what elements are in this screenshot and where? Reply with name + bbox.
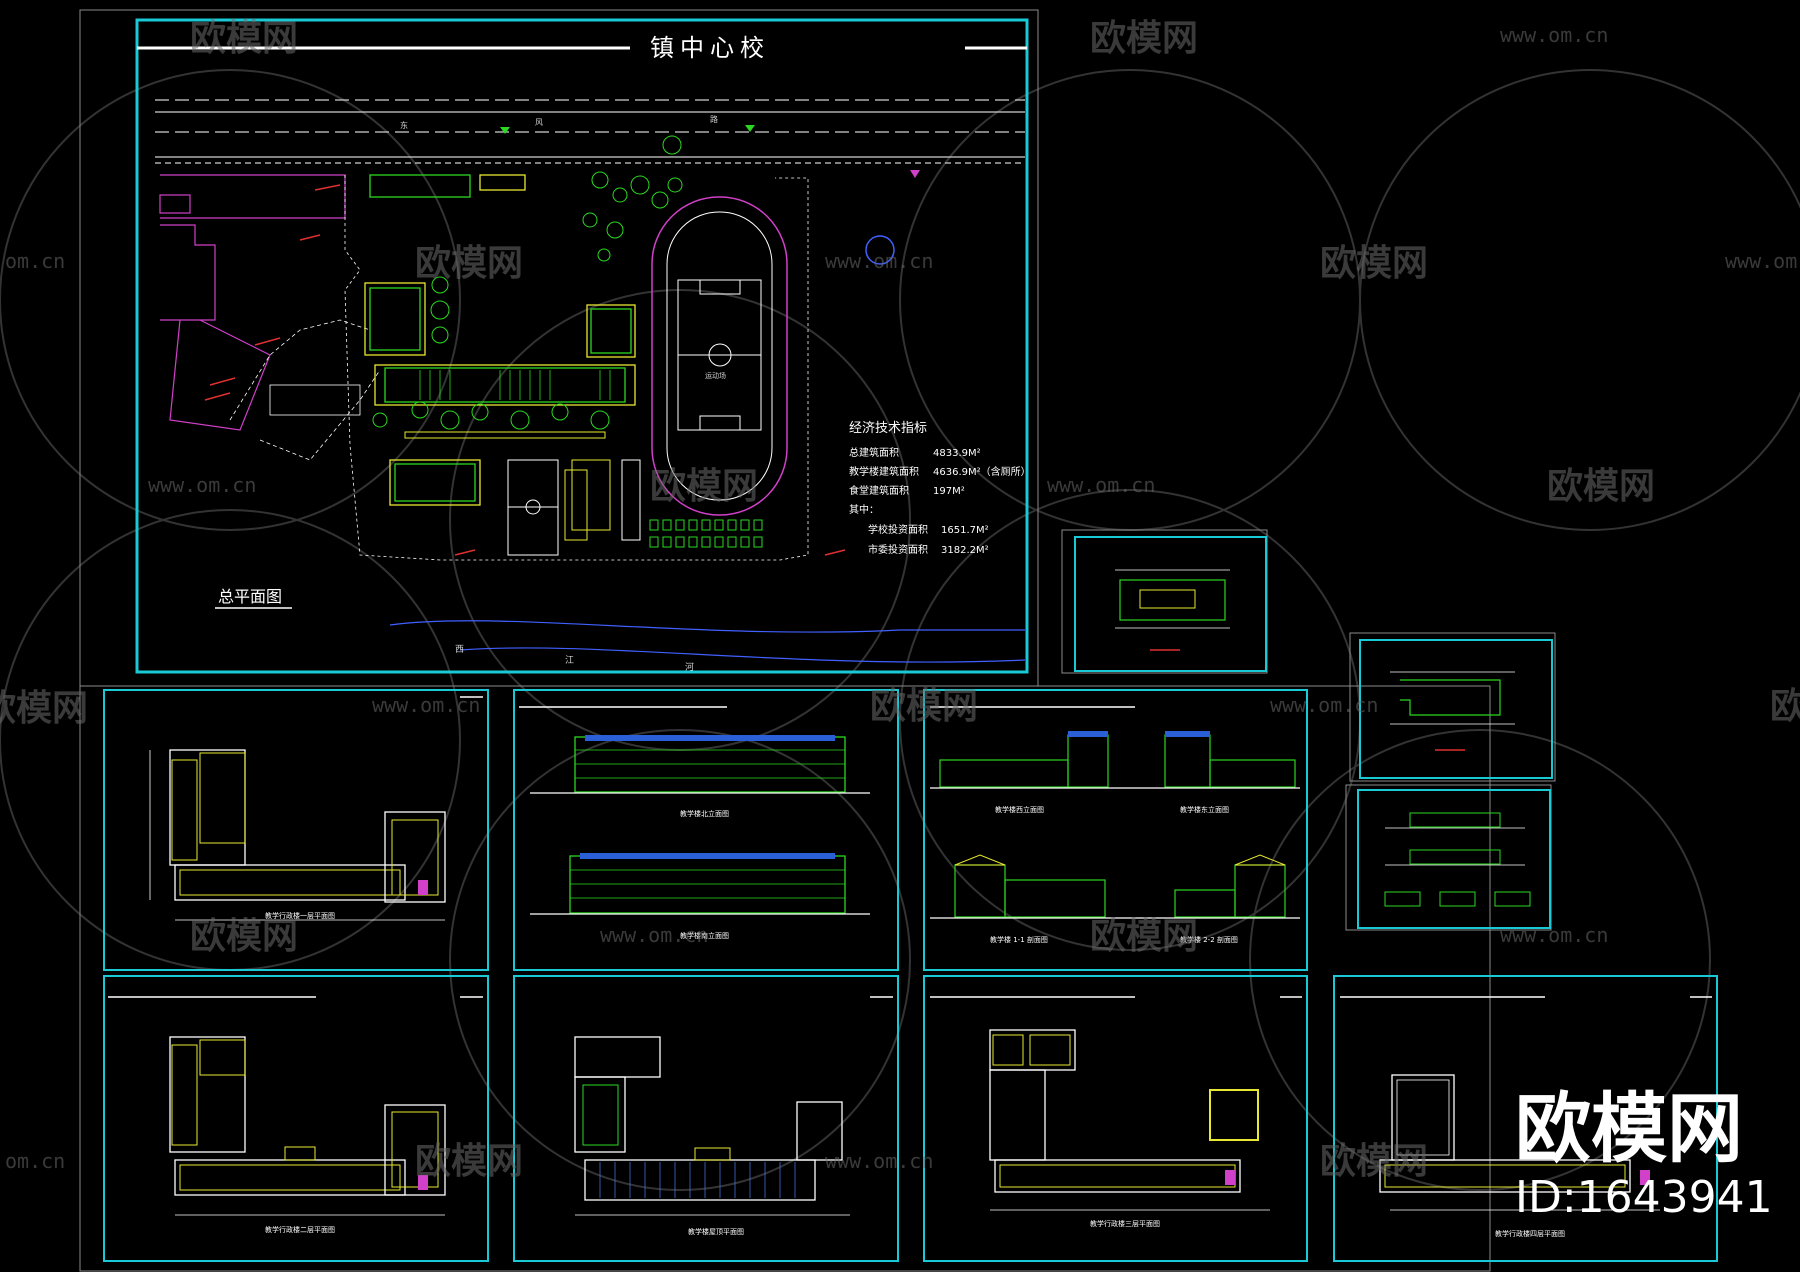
green-strip: [404, 431, 606, 541]
wm-url-8: www.om.cn: [600, 923, 708, 947]
road-char-2: 风: [535, 118, 543, 127]
sheet-canteen-elevations: [1345, 784, 1552, 931]
elev-south-title: 教学楼南立面图: [680, 931, 729, 940]
sheet-canteen-plan: [1061, 529, 1268, 674]
site-plan-frame: [135, 18, 1029, 674]
indicator-label-2: 教学楼建筑面积: [849, 465, 919, 478]
big-brand: 欧模网: [1515, 1084, 1743, 1173]
wm-brand-3: 欧模网: [415, 243, 523, 284]
section-1-title: 教学楼 1-1 剖面图: [990, 935, 1048, 944]
river-char-2: 江: [565, 655, 574, 666]
indicator-value-6: 3182.2M²: [941, 545, 989, 556]
floor2-title: 教学行政楼二层平面图: [265, 1225, 335, 1234]
site-plan: 镇中心校 东 风 路: [135, 18, 1031, 674]
wm-url-1: www.om.cn: [1500, 23, 1608, 47]
flag-circle: [865, 235, 895, 265]
sheet-floor-4: 教学行政楼四层平面图: [1333, 975, 1718, 1262]
entrance-marker: [500, 127, 510, 134]
indicator-label-5: 学校投资面积: [868, 523, 928, 536]
left-trees: [229, 319, 381, 461]
asset-id: ID:1643941: [1515, 1172, 1773, 1223]
sheet-floor-1: 教学行政楼一层平面图: [103, 689, 489, 971]
left-buildings: [159, 174, 346, 431]
wm-brand-11: 欧模网: [1090, 916, 1198, 957]
floor3-title: 教学行政楼三层平面图: [1090, 1219, 1160, 1228]
running-track: [651, 196, 788, 516]
floor4-title: 教学行政楼四层平面图: [1495, 1229, 1565, 1238]
wm-brand-7: 欧模网: [0, 688, 88, 729]
wm-brand-6: 欧模网: [1547, 466, 1655, 507]
wm-url-9: www.om.cn: [1500, 923, 1608, 947]
wm-url-7: www.om.cn: [1270, 693, 1378, 717]
wm-brand-4: 欧模网: [1320, 243, 1428, 284]
wm-brand-13: 欧模网: [1320, 1141, 1428, 1182]
wm-brand-12: 欧模网: [415, 1141, 523, 1182]
sheet-floor-3: 教学行政楼三层平面图: [923, 975, 1308, 1262]
indicator-label-1: 总建筑面积: [849, 446, 899, 459]
wm-url-3: www.om.cn: [1725, 249, 1800, 273]
wm-brand-5: 欧模网: [650, 466, 758, 507]
wm-url-6: www.om.cn: [372, 693, 480, 717]
stair-hatch: [419, 370, 611, 400]
river-char-1: 西: [455, 644, 464, 655]
basketball-courts: [507, 459, 641, 556]
wm-brand-8: 欧模网: [870, 686, 978, 727]
sheet-elev-north-south: 教学楼北立面图 教学楼南立面图: [513, 689, 899, 971]
elev-north-title: 教学楼北立面图: [680, 809, 729, 818]
road-char-3: 路: [710, 114, 718, 124]
indicator-label-6: 市委投资面积: [868, 543, 928, 556]
economic-indicators: 经济技术指标 总建筑面积 4833.9M² 教学楼建筑面积 4636.9M²（含…: [849, 421, 1031, 556]
wm-url-10: www.om.cn: [825, 1149, 933, 1173]
indicators-heading: 经济技术指标: [849, 421, 927, 436]
road: [155, 99, 1025, 164]
campus-buildings: [364, 174, 636, 506]
river-char-3: 河: [685, 661, 694, 673]
indicator-label-3: 食堂建筑面积: [849, 484, 909, 497]
roof-title: 教学楼屋顶平面图: [688, 1227, 744, 1236]
wm-brand-10: 欧模网: [190, 916, 298, 957]
indicator-value-1: 4833.9M²: [933, 448, 981, 459]
sports-field-label: 运动场: [705, 371, 726, 380]
sheet-floor-2: 教学行政楼二层平面图: [103, 975, 489, 1262]
school-title: 镇中心校: [650, 34, 770, 62]
trees: [372, 135, 683, 430]
sheet-roof-plan: 教学楼屋顶平面图: [513, 975, 899, 1262]
wm-url-5: www.om.cn: [1047, 473, 1155, 497]
elev-east-title: 教学楼东立面图: [1180, 805, 1229, 814]
campus-boundary: [344, 175, 809, 561]
wm-url-short-2: om.cn: [5, 1149, 65, 1173]
wm-url-4: www.om.cn: [148, 473, 256, 497]
wm-url-short-1: om.cn: [5, 249, 65, 273]
floor1-title: 教学行政楼一层平面图: [265, 911, 335, 920]
indicator-value-2: 4636.9M²（含厕所）: [933, 465, 1031, 478]
wm-brand-1: 欧模网: [190, 18, 298, 59]
section-2-title: 教学楼 2-2 剖面图: [1180, 935, 1238, 944]
bike-shelters: [649, 519, 763, 548]
site-plan-title: 总平面图: [218, 587, 282, 606]
indicator-value-3: 197M²: [933, 486, 965, 497]
river: [389, 620, 1026, 663]
sheet-elev-west-east: 教学楼西立面图 教学楼东立面图 教学楼 1-1 剖面图 教学楼 2-2 剖面图: [923, 689, 1308, 971]
indicator-value-5: 1651.7M²: [941, 525, 989, 536]
watermarks: 欧模网 欧模网 www.om.cn om.cn 欧模网 www.om.cn 欧模…: [0, 18, 1800, 1182]
wm-brand-2: 欧模网: [1090, 18, 1198, 59]
elev-west-title: 教学楼西立面图: [995, 805, 1044, 814]
wm-url-2: www.om.cn: [825, 249, 933, 273]
wm-brand-9: 欧模网: [1770, 686, 1800, 727]
sheet-canteen-roof: [1349, 632, 1556, 782]
road-char-1: 东: [400, 120, 408, 130]
indicator-label-4: 其中：: [849, 503, 879, 516]
